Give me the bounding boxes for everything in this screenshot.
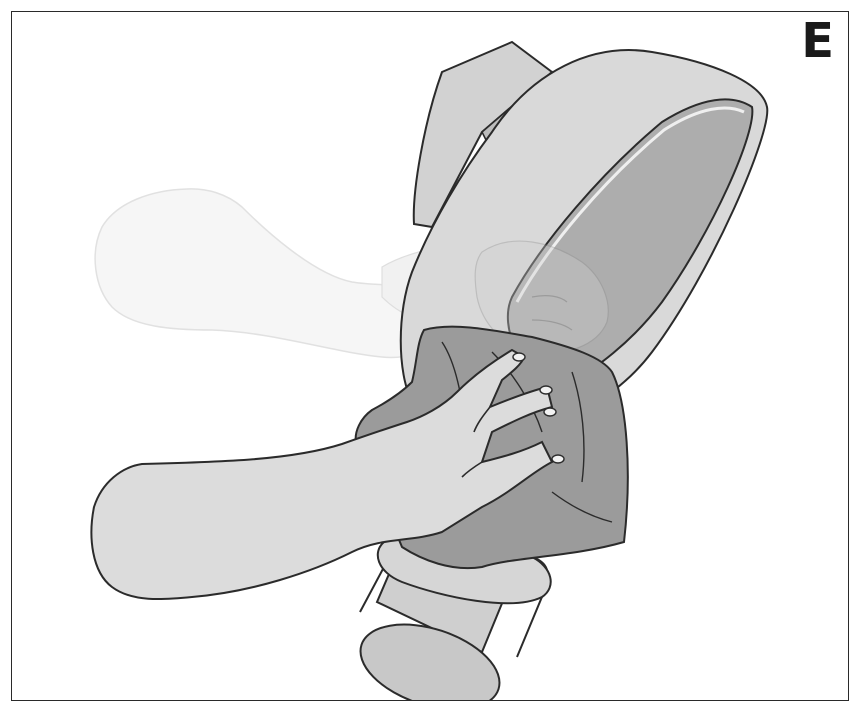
step-label: E (801, 17, 834, 65)
cleaning-illustration (12, 12, 849, 701)
illustration-frame: E (11, 11, 849, 701)
